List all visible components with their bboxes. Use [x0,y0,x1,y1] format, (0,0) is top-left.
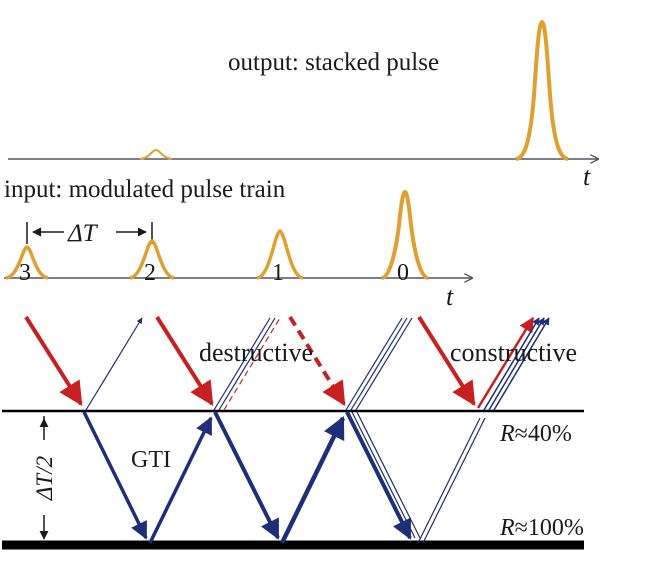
reflectivity-symbol-top: R [499,421,515,447]
mirror-bottom-reflectivity: R≈100% [499,515,584,541]
incoming-beam-3 [24,315,83,407]
delta-t-label: ΔT [67,220,99,247]
pulse-label-3: 3 [19,260,31,286]
output-label: output: stacked pulse [228,49,439,76]
output-stacked-pulse [515,19,569,161]
input-pulse-2 [129,239,175,280]
half-delta-t-label: ΔT/2 [32,456,57,501]
reflected-beam-bundle-1 [345,317,413,411]
pulse-label-2: 2 [144,260,156,286]
cavity-beam-up-2 [279,415,346,544]
reflected-beam-bundle-2 [213,317,281,411]
delta-t-indicator: ΔT [26,220,153,247]
cavity-beam-down-2 [213,411,280,540]
pulse-label-1: 1 [272,260,284,286]
mirror-top-value: ≈40% [515,421,572,447]
constructive-label: constructive [450,338,577,367]
reflectivity-symbol-bottom: R [499,515,515,541]
output-residual-pulse [139,148,173,160]
time-axis-label-bottom: t [446,282,454,311]
gti-label: GTI [131,447,171,473]
time-axis-label-top: t [583,162,591,191]
reflected-beam-bundle-0 [476,316,550,411]
incoming-beam-1 [288,315,346,407]
input-pulse-3 [5,245,49,280]
input-pulse-1 [256,229,304,280]
reflected-beam-3 [85,317,143,411]
destructive-label: destructive [199,338,313,367]
input-label: input: modulated pulse train [4,176,286,203]
cavity-beam-down-1 [82,411,148,540]
mirror-bottom-value: ≈100% [515,515,584,541]
incoming-beam-2 [155,315,214,407]
cavity-length-indicator: ΔT/2 [32,416,57,540]
cavity-beam-up-1 [148,416,213,544]
mirror-top-reflectivity: R≈40% [499,421,572,447]
input-pulse-0 [381,189,429,280]
incoming-beam-0 [417,315,476,407]
cavity-beam-down-3 [345,411,421,540]
pulse-label-0: 0 [397,260,409,286]
cavity-beam-up-3 [417,417,486,544]
